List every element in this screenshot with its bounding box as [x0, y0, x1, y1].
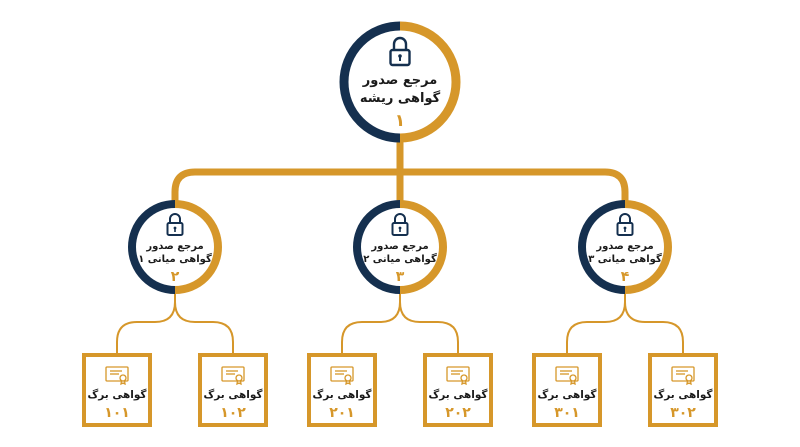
leaf-5-number: ۳۰۱ — [554, 405, 580, 421]
intermediate-ca-node-1: مرجع صدور گواهی میانی ۱ ۲ — [128, 200, 222, 294]
certificate-icon — [221, 366, 245, 386]
leaf-5-label: گواهی برگ — [537, 388, 597, 401]
leaf-2-label: گواهی برگ — [203, 388, 263, 401]
certificate-icon — [105, 366, 129, 386]
intermediate-2-title-line1: مرجع صدور — [370, 241, 428, 252]
leaf-4-label: گواهی برگ — [428, 388, 488, 401]
leaf-1-number: ۱۰۱ — [104, 405, 130, 421]
root-title-line2: گواهی ریشه — [360, 90, 441, 106]
intermediate-2-number: ۳ — [396, 269, 405, 285]
leaf-4-number: ۲۰۲ — [445, 405, 471, 421]
leaf-connectors — [116, 291, 684, 355]
certificate-icon — [555, 366, 579, 386]
leaf-certificate-4: گواهی برگ ۲۰۲ — [423, 353, 493, 427]
root-connectors — [171, 134, 629, 209]
leaf-3-label: گواهی برگ — [312, 388, 372, 401]
lock-icon — [616, 213, 634, 236]
certificate-icon — [330, 366, 354, 386]
intermediate-3-number: ۴ — [621, 269, 630, 285]
leaf-6-number: ۳۰۲ — [670, 405, 696, 421]
lock-icon — [166, 213, 184, 236]
leaf-certificate-2: گواهی برگ ۱۰۲ — [198, 353, 268, 427]
intermediate-ca-node-3: مرجع صدور گواهی میانی ۳ ۴ — [578, 200, 672, 294]
lock-icon — [389, 36, 411, 67]
leaf-6-label: گواهی برگ — [653, 388, 713, 401]
intermediate-1-number: ۲ — [171, 269, 180, 285]
lock-icon — [391, 213, 409, 236]
intermediate-2-title-line2: گواهی میانی ۲ — [363, 252, 437, 265]
leaf-1-label: گواهی برگ — [87, 388, 147, 401]
certificate-icon — [446, 366, 470, 386]
intermediate-3-title-line1: مرجع صدور — [595, 241, 653, 252]
leaf-certificate-3: گواهی برگ ۲۰۱ — [307, 353, 377, 427]
intermediate-1-title-line2: گواهی میانی ۱ — [138, 252, 212, 265]
leaf-certificate-5: گواهی برگ ۳۰۱ — [532, 353, 602, 427]
intermediate-3-title-line2: گواهی میانی ۳ — [588, 252, 662, 265]
root-title-line1: مرجع صدور — [362, 73, 438, 88]
leaf-3-number: ۲۰۱ — [329, 405, 355, 421]
root-number: ۱ — [395, 111, 405, 131]
intermediate-ca-node-2: مرجع صدور گواهی میانی ۲ ۳ — [353, 200, 447, 294]
intermediate-1-title-line1: مرجع صدور — [145, 241, 203, 252]
leaf-certificate-6: گواهی برگ ۳۰۲ — [648, 353, 718, 427]
leaf-certificate-1: گواهی برگ ۱۰۱ — [82, 353, 152, 427]
certificate-icon — [671, 366, 695, 386]
root-ca-node: مرجع صدور گواهی ریشه ۱ — [339, 21, 461, 143]
leaf-2-number: ۱۰۲ — [220, 405, 246, 421]
